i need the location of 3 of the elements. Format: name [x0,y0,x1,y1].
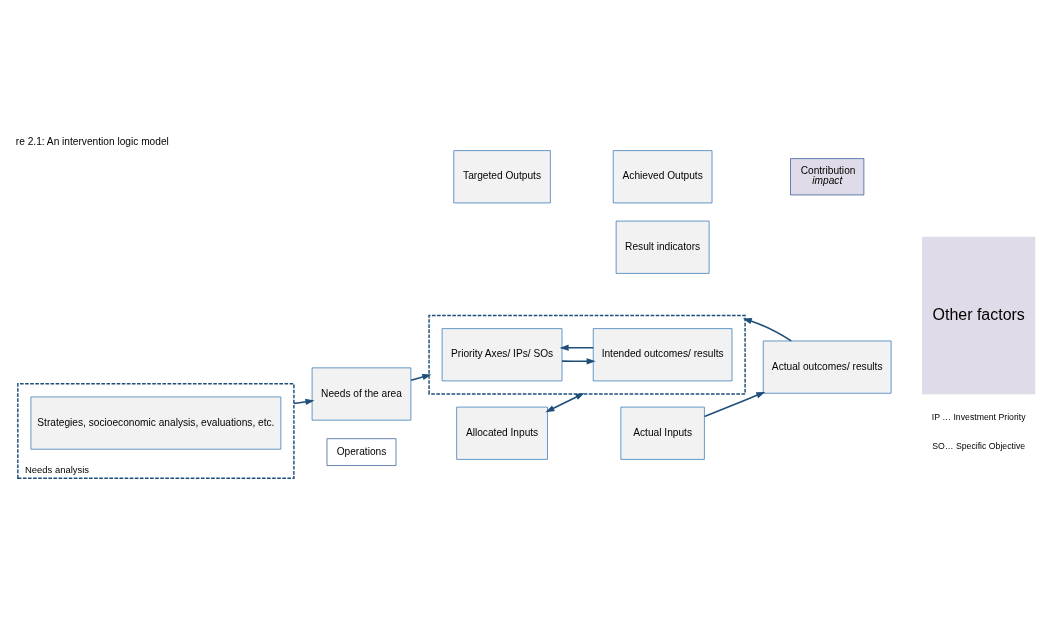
diagram-title: re 2.1: An intervention logic model [15,135,169,147]
label: IP … Investment Priority [931,412,1026,423]
label: SO… Specific Objective [932,441,1026,452]
